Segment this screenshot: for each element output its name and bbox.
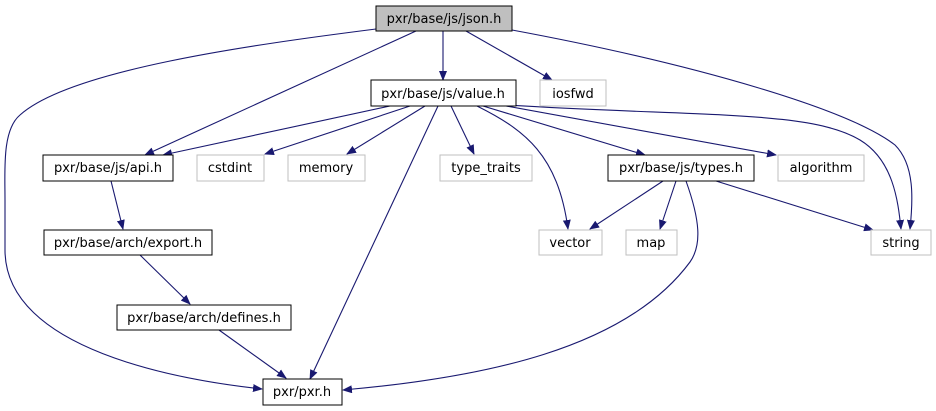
edge-defines-pxr [218, 329, 287, 379]
node-label: type_traits [451, 161, 521, 176]
edge-api-export [110, 180, 125, 230]
node-label: pxr/base/arch/export.h [54, 236, 202, 251]
edge-export-defines [139, 254, 191, 305]
nodes: pxr/base/js/json.h pxr/base/js/value.h i… [42, 5, 932, 406]
edge-value-pxr [309, 105, 439, 380]
node-pxr[interactable]: pxr/pxr.h [262, 378, 343, 406]
edge-value-type-traits [450, 105, 475, 155]
node-api[interactable]: pxr/base/js/api.h [42, 154, 174, 182]
node-label: string [882, 236, 919, 251]
edge-types-vector [589, 180, 664, 230]
edge-value-cstdint [264, 105, 411, 155]
edge-json-iosfwd [465, 30, 553, 81]
edge-types-string [715, 180, 874, 232]
edge-value-string [506, 104, 905, 230]
edge-types-pxr [342, 180, 699, 394]
node-label: algorithm [790, 161, 853, 176]
node-iosfwd: iosfwd [539, 79, 607, 107]
node-label: pxr/base/js/api.h [54, 161, 162, 176]
node-label: pxr/base/js/types.h [619, 161, 743, 176]
edge-json-string [511, 29, 915, 230]
node-memory: memory [287, 154, 366, 182]
edge-types-map [659, 180, 677, 230]
node-label: pxr/base/js/value.h [381, 87, 505, 102]
node-label: vector [549, 236, 591, 251]
edge-json-pxr [4, 28, 377, 392]
node-type-traits: type_traits [439, 154, 533, 182]
node-label: pxr/pxr.h [273, 385, 331, 400]
node-cstdint: cstdint [196, 154, 265, 182]
node-value[interactable]: pxr/base/js/value.h [370, 79, 517, 107]
node-label: cstdint [208, 161, 252, 176]
node-map: map [625, 229, 678, 256]
node-label: pxr/base/js/json.h [387, 12, 502, 27]
node-json[interactable]: pxr/base/js/json.h [375, 5, 513, 32]
node-label: iosfwd [552, 87, 594, 102]
node-label: map [637, 236, 666, 251]
node-types[interactable]: pxr/base/js/types.h [607, 154, 755, 182]
edges [4, 28, 915, 394]
node-label: pxr/base/arch/defines.h [127, 311, 281, 326]
node-string: string [870, 229, 932, 256]
edge-value-api [162, 105, 391, 158]
node-label: memory [299, 161, 354, 176]
node-algorithm: algorithm [777, 154, 865, 182]
node-export[interactable]: pxr/base/arch/export.h [43, 229, 213, 256]
edge-value-types [482, 105, 646, 157]
edge-value-algorithm [505, 105, 777, 158]
node-vector: vector [538, 229, 603, 256]
edge-value-vector [476, 105, 571, 230]
edge-value-memory [346, 105, 426, 155]
edge-json-api [144, 30, 417, 156]
node-defines[interactable]: pxr/base/arch/defines.h [116, 304, 292, 331]
